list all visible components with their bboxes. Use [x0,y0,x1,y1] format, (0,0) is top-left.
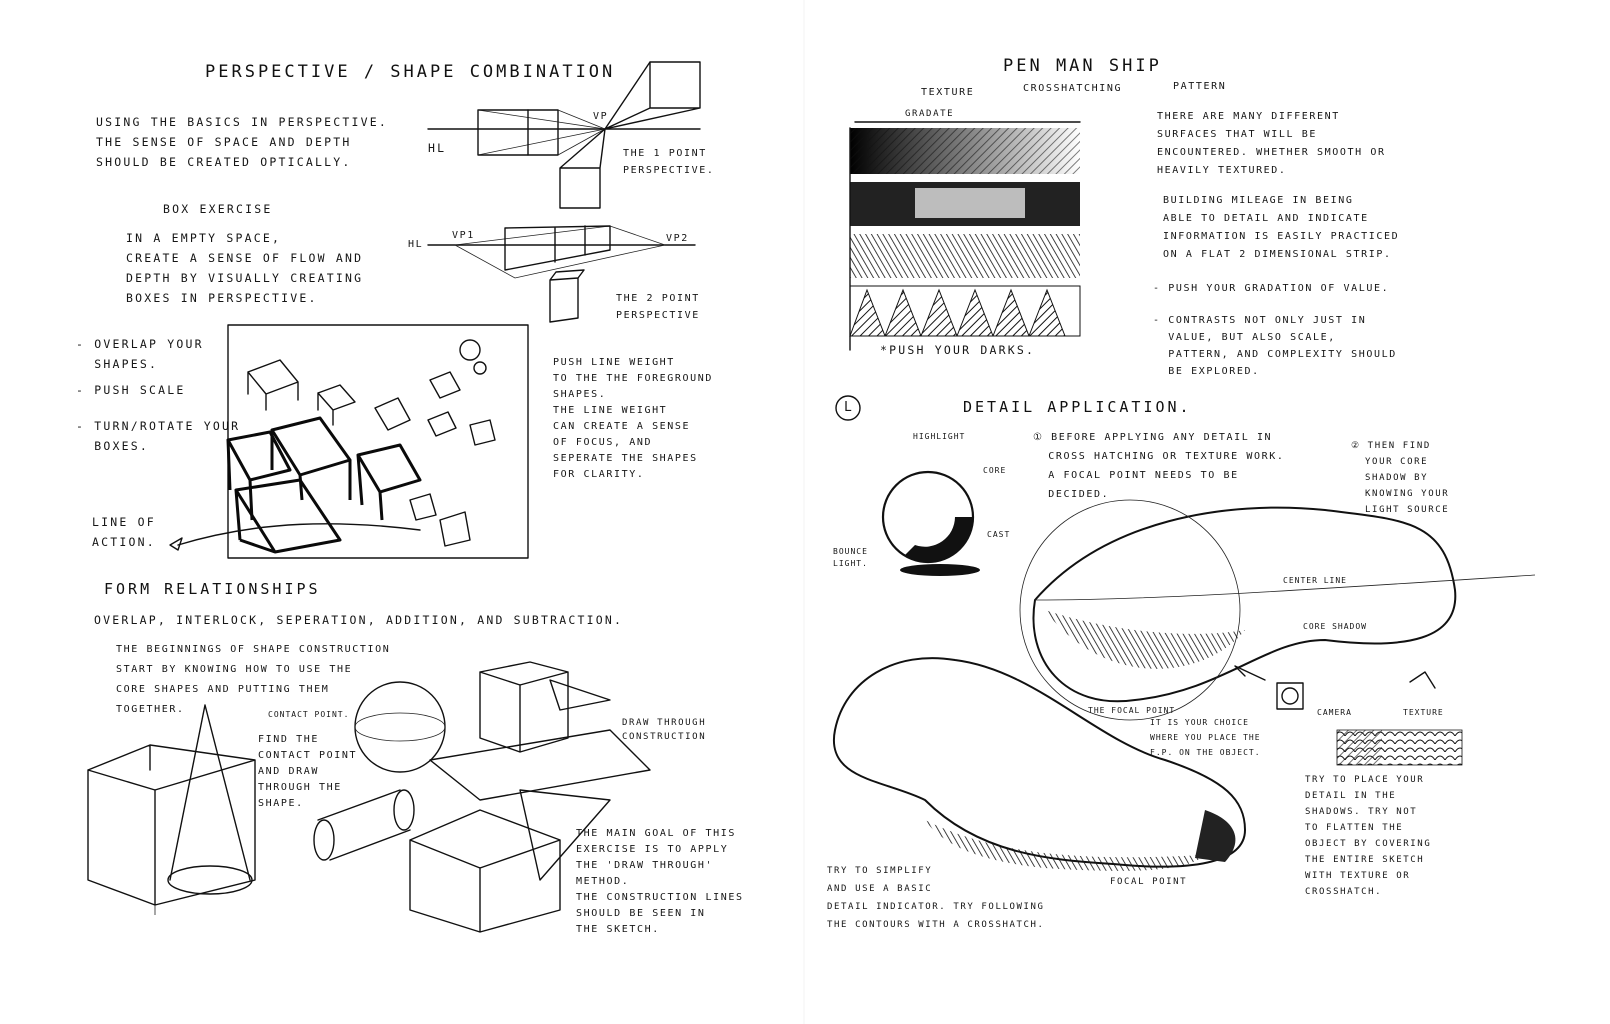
core-label: core [983,466,1007,475]
detail-application-heading: Detail application. [963,398,1192,416]
cast-label: cast [987,530,1011,539]
subtitle-pattern: Pattern [1173,81,1227,92]
blob-shapes-sketch [834,500,1535,871]
simplify-note: Try to simplify and use a basic detail i… [827,866,1045,930]
texture-label: texture [1403,708,1444,717]
left-page-drawings [0,0,805,1024]
left-page: Perspective / Shape Combination Using th… [0,0,805,1024]
surfaces-note: There are many different surfaces that w… [1157,111,1386,176]
camera-label: camera [1317,708,1352,717]
two-point-vp1-label: VP1 [452,230,475,241]
contrasts-note: - Contrasts not only just in value, but … [1153,315,1397,377]
one-point-vp-label: VP [593,111,609,122]
focal-point-label: The focal point [1088,706,1176,715]
right-page-drawings [805,0,1610,871]
center-line-label: center line [1283,576,1347,585]
one-point-hl-label: HL [428,141,447,155]
tip-push-scale: - push scale [76,383,186,397]
your-choice-note: it is your choice where you place the F.… [1150,718,1261,757]
find-contact-note: Find the contact point and draw through … [258,734,358,809]
texture-strips [850,122,1080,350]
two-point-vp2-label: VP2 [666,233,689,244]
push-gradation-note: - Push your gradation of value. [1153,283,1390,294]
step-one-note: ① Before applying any detail in cross ha… [1033,432,1285,500]
one-point-perspective-sketch [428,62,700,208]
box-exercise-heading: Box exercise [163,202,273,216]
right-page: Pen man ship Texture Crosshatching Patte… [805,0,1610,1024]
core-shadow-label: core shadow [1303,622,1367,631]
form-relationships-subheading: Overlap, interlock, seperation, addition… [94,613,624,627]
highlight-label: highlight [913,432,966,441]
draw-through-note: draw through construction [622,718,707,742]
main-goal-note: The main goal of this exercise is to app… [576,828,744,935]
form-relationships-text: The beginnings of shape construction sta… [116,644,391,715]
step-two-note: ② Then find your core shadow by knowing … [1351,441,1450,515]
form-relationships-heading: Form Relationships [104,580,321,598]
intro-text: Using the basics in perspective. the sen… [96,115,388,169]
subtitle-crosshatching: Crosshatching [1023,83,1123,94]
mileage-note: Building mileage in being able to detail… [1163,195,1400,260]
line-of-action-label: Line of action. [92,515,156,549]
subtitle-texture: Texture [921,87,975,98]
push-darks-note: *Push your darks. [880,343,1036,357]
two-point-hl-label: HL [408,239,424,250]
contact-point-label: contact point. [268,710,350,719]
gradate-label: Gradate [905,109,955,119]
try-place-note: Try to place your detail in the shadows.… [1305,775,1432,897]
bounce-light-label: bounce light. [833,547,868,568]
box-exercise-text: In a empty space, create a sense of flow… [126,231,364,305]
right-page-title: Pen man ship [1003,56,1162,76]
two-point-caption: The 2 point perspective [616,293,700,321]
tip-overlap: - overlap your shapes. [76,337,204,371]
sphere-sketch [836,396,980,576]
form-relationships-sketch [88,662,650,932]
box-exercise-sketch [170,325,528,558]
camera-sketch [1235,666,1435,709]
left-page-title: Perspective / Shape Combination [205,62,616,82]
tip-turn-rotate: - turn/rotate your boxes. [76,419,241,453]
section-marker: L [844,400,855,415]
push-line-weight-note: Push line weight to the the foreground s… [553,357,714,480]
focal-point-bottom-label: focal point [1110,877,1188,887]
one-point-caption: The 1 point perspective. [623,148,715,176]
two-point-perspective-sketch [428,226,695,322]
